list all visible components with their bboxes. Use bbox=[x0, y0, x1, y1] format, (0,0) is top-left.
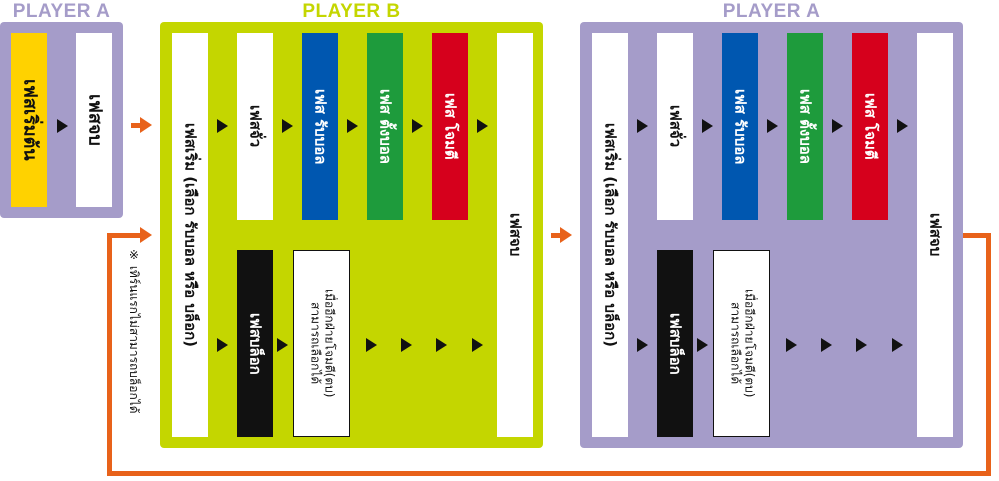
attack-phase-box: เฟส โจมตี bbox=[852, 33, 888, 220]
loop-line-bottom bbox=[107, 471, 991, 476]
loop-line-down bbox=[986, 233, 991, 476]
block-phase-box: เฟสบล็อก bbox=[237, 250, 273, 437]
toss-phase-label: เฟส ตั้งบอล bbox=[376, 89, 395, 164]
block-note-box: สามารถเลือกได้ เมื่ออีกฝ่ายโจมตี(ตบ) bbox=[293, 250, 350, 437]
arrow-right-icon bbox=[897, 119, 908, 133]
toss-phase-label: เฟส ตั้งบอล bbox=[796, 89, 815, 164]
end-phase-box: เฟสจบ bbox=[76, 33, 112, 207]
panel-label-player-a-right: PLAYER A bbox=[722, 1, 821, 22]
panel-label-player-b: PLAYER B bbox=[302, 1, 401, 22]
block-note-line1: สามารถเลือกได้ bbox=[308, 302, 323, 385]
arrow-right-icon bbox=[892, 338, 903, 352]
arrow-right-icon bbox=[702, 119, 713, 133]
start-phase-label: เฟสเริ่มต้น bbox=[19, 79, 41, 161]
panel-player-a bbox=[580, 22, 963, 448]
arrow-right-icon bbox=[832, 119, 843, 133]
arrow-right-icon bbox=[637, 119, 648, 133]
block-phase-label: เฟสบล็อก bbox=[246, 312, 265, 375]
receive-phase-label: เฟส รับบอล bbox=[731, 88, 750, 165]
loop-line-left bbox=[107, 233, 141, 238]
arrow-right-icon bbox=[217, 338, 228, 352]
toss-phase-box: เฟส ตั้งบอล bbox=[787, 33, 823, 220]
end-phase-label: เฟสจบ bbox=[84, 94, 106, 146]
block-note-line2: เมื่ออีกฝ่ายโจมตี(ตบ) bbox=[322, 289, 337, 398]
arrow-right-icon bbox=[57, 119, 68, 133]
arrow-right-icon bbox=[366, 338, 377, 352]
arrow-right-icon bbox=[786, 338, 797, 352]
arrow-right-icon bbox=[217, 119, 228, 133]
arrow-right-icon bbox=[277, 338, 288, 352]
attack-phase-box: เฟส โจมตี bbox=[432, 33, 468, 220]
receive-phase-box: เฟส รับบอล bbox=[722, 33, 758, 220]
side-note: ※ เทิร์นแรกไม่สามารถบล็อกได้ bbox=[116, 248, 150, 448]
draw-phase-box: เฟสจั่ว bbox=[237, 33, 273, 220]
start-phase-box: เฟสเริ่มต้น bbox=[11, 33, 47, 207]
end-phase-box: เฟสจบ bbox=[917, 33, 953, 437]
arrow-right-icon bbox=[477, 119, 488, 133]
flow-arrow-icon bbox=[131, 123, 141, 128]
flow-arrow-head-icon bbox=[140, 117, 152, 133]
block-note-box: สามารถเลือกได้ เมื่ออีกฝ่ายโจมตี(ตบ) bbox=[713, 250, 770, 437]
arrow-right-icon bbox=[472, 338, 483, 352]
main-phase-label: เฟสเริ่ม (เลือก รับบอล หรือ บล็อก) bbox=[181, 122, 200, 348]
receive-phase-label: เฟส รับบอล bbox=[311, 88, 330, 165]
toss-phase-box: เฟส ตั้งบอล bbox=[367, 33, 403, 220]
arrow-right-icon bbox=[637, 338, 648, 352]
loop-line-right bbox=[963, 233, 991, 238]
flow-arrow-icon bbox=[551, 233, 561, 238]
arrow-right-icon bbox=[767, 119, 778, 133]
arrow-right-icon bbox=[697, 338, 708, 352]
loop-arrow-head-icon bbox=[140, 227, 152, 243]
main-phase-label: เฟสเริ่ม (เลือก รับบอล หรือ บล็อก) bbox=[601, 122, 620, 348]
arrow-right-icon bbox=[412, 119, 423, 133]
loop-line-up bbox=[107, 233, 112, 476]
arrow-right-icon bbox=[401, 338, 412, 352]
arrow-right-icon bbox=[436, 338, 447, 352]
panel-label-player-a-left: PLAYER A bbox=[12, 1, 111, 22]
draw-phase-box: เฟสจั่ว bbox=[657, 33, 693, 220]
block-note-line1: สามารถเลือกได้ bbox=[728, 302, 743, 385]
side-note-text: ※ เทิร์นแรกไม่สามารถบล็อกได้ bbox=[126, 248, 141, 414]
attack-phase-label: เฟส โจมตี bbox=[861, 93, 880, 160]
attack-phase-label: เฟส โจมตี bbox=[441, 93, 460, 160]
arrow-right-icon bbox=[856, 338, 867, 352]
end-phase-box: เฟสจบ bbox=[497, 33, 533, 437]
draw-phase-label: เฟสจั่ว bbox=[666, 105, 685, 148]
end-phase-label: เฟสจบ bbox=[926, 213, 945, 257]
draw-phase-label: เฟสจั่ว bbox=[246, 105, 265, 148]
block-phase-label: เฟสบล็อก bbox=[666, 312, 685, 375]
panel-player-b bbox=[160, 22, 543, 448]
end-phase-label: เฟสจบ bbox=[506, 213, 525, 257]
flow-arrow-head-icon bbox=[560, 227, 572, 243]
receive-phase-box: เฟส รับบอล bbox=[302, 33, 338, 220]
arrow-right-icon bbox=[821, 338, 832, 352]
arrow-right-icon bbox=[282, 119, 293, 133]
block-note-line2: เมื่ออีกฝ่ายโจมตี(ตบ) bbox=[742, 289, 757, 398]
main-phase-box: เฟสเริ่ม (เลือก รับบอล หรือ บล็อก) bbox=[592, 33, 628, 437]
main-phase-box: เฟสเริ่ม (เลือก รับบอล หรือ บล็อก) bbox=[172, 33, 208, 437]
arrow-right-icon bbox=[347, 119, 358, 133]
block-phase-box: เฟสบล็อก bbox=[657, 250, 693, 437]
